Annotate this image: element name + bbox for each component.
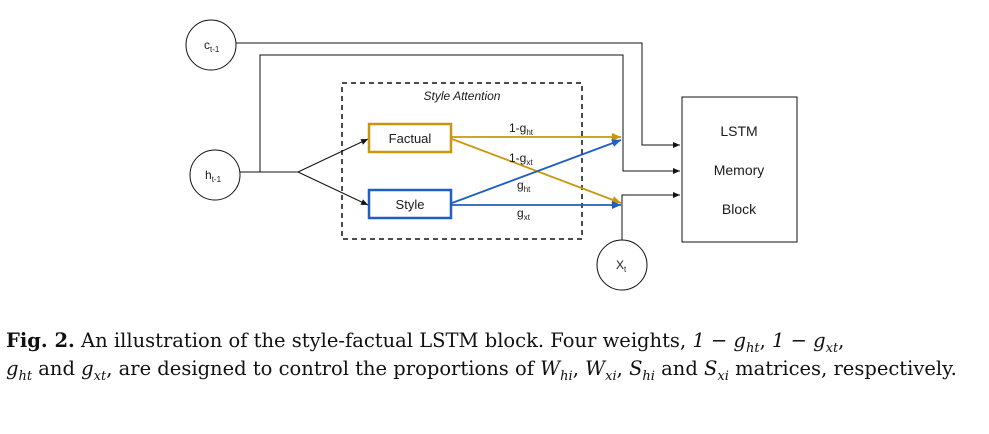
c-prev-connector: [236, 42, 680, 148]
factual-label: Factual: [389, 131, 432, 146]
weight-1-g-ht: 1 − ght: [692, 329, 760, 356]
h-prev-label: h: [205, 168, 212, 182]
h-prev-subscript: t-1: [212, 175, 222, 184]
factual-box: Factual: [367, 122, 453, 154]
style-attention-group: Style Attention: [341, 82, 583, 240]
figure-caption: Fig. 2. An illustration of the style-fac…: [6, 327, 982, 383]
h-prev-node: ht-1: [189, 149, 241, 201]
caption-text: and: [32, 357, 82, 380]
caption-separator: ,: [616, 357, 630, 380]
matrix-s-xi: Sxi: [704, 357, 729, 384]
x-t-connector: [621, 192, 680, 240]
weight-label-1-g-ht: 1-ght: [509, 121, 534, 137]
memory-block-line-2: Memory: [714, 162, 765, 178]
caption-text: , are designed to control the proportion…: [106, 357, 541, 380]
x-t-subscript: t: [624, 265, 627, 274]
style-label: Style: [396, 197, 425, 212]
style-factual-lstm-diagram: ct-1 ht-1 Xt Style Attention Factual Sty…: [185, 19, 798, 291]
c-prev-label: c: [204, 38, 210, 52]
style-to-h-arrow: [451, 139, 622, 204]
caption-separator: ,: [572, 357, 586, 380]
svg-text:Xt: Xt: [616, 258, 627, 274]
c-prev-node: ct-1: [185, 19, 237, 71]
caption-text: An illustration of the style-factual LST…: [74, 329, 693, 352]
weight-1-g-xt: 1 − gxt: [771, 329, 839, 356]
weight-label-g-xt: gxt: [517, 206, 531, 222]
lstm-memory-block: LSTM Memory Block: [681, 96, 798, 243]
h-prev-loop-connector: [259, 54, 680, 174]
weight-label-1-g-xt: 1-gxt: [509, 151, 533, 167]
memory-block-line-1: LSTM: [720, 123, 757, 139]
style-box: Style: [367, 188, 453, 220]
caption-text: and: [654, 357, 705, 380]
c-prev-subscript: t-1: [210, 45, 220, 54]
matrix-w-xi: Wxi: [585, 357, 617, 384]
caption-text: matrices, respectively.: [728, 357, 957, 380]
x-t-node: Xt: [596, 239, 648, 291]
matrix-s-hi: Shi: [629, 357, 655, 384]
caption-separator: ,: [759, 329, 772, 352]
x-t-label: X: [616, 258, 624, 272]
svg-text:ct-1: ct-1: [204, 38, 220, 54]
svg-text:ht-1: ht-1: [205, 168, 222, 184]
weight-g-xt: gxt: [81, 357, 107, 384]
matrix-w-hi: Whi: [540, 357, 573, 384]
split-to-factual: [297, 138, 369, 173]
style-attention-label: Style Attention: [424, 89, 501, 103]
split-to-style: [297, 171, 369, 206]
caption-separator: ,: [838, 329, 845, 352]
weight-label-g-ht: ght: [517, 178, 531, 194]
memory-block-line-3: Block: [722, 201, 757, 217]
caption-label: Fig. 2.: [6, 329, 75, 352]
weight-g-ht: ght: [6, 357, 33, 384]
